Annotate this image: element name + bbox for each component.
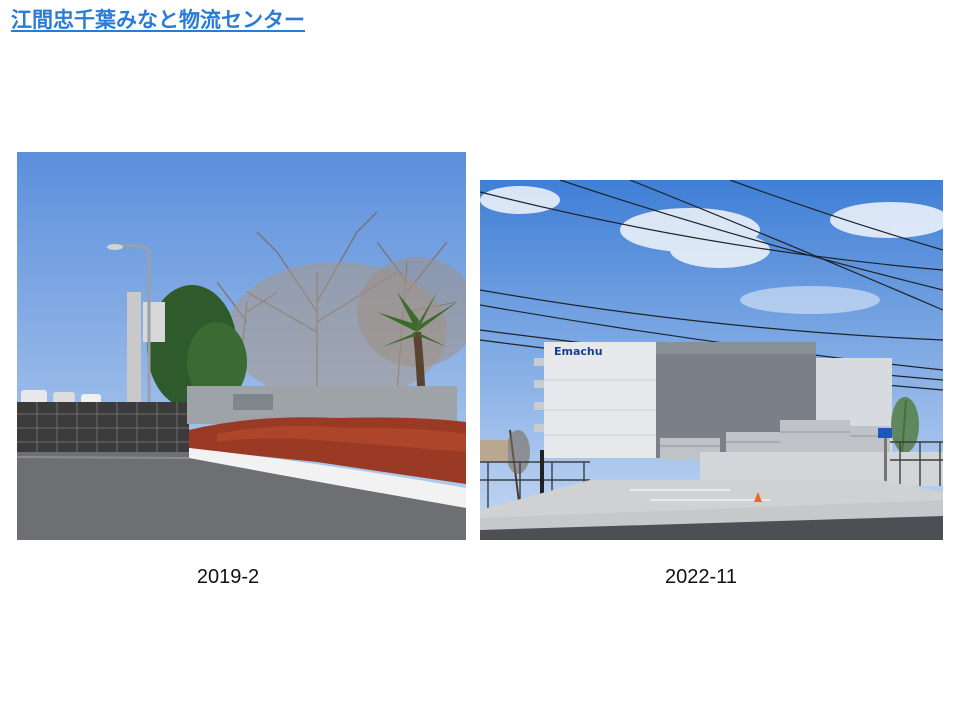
photo-caption-2019: 2019-2: [196, 566, 260, 588]
street-view-image-2019: [17, 152, 466, 540]
photo-caption-2022: 2022-11: [665, 566, 737, 588]
photo-2022: Emachu: [480, 180, 943, 540]
street-view-image-2022: Emachu: [480, 180, 943, 540]
page-title-link[interactable]: 江間忠千葉みなと物流センター: [11, 8, 305, 32]
building-logo-text: Emachu: [554, 345, 603, 358]
photo-2019: [17, 152, 466, 540]
